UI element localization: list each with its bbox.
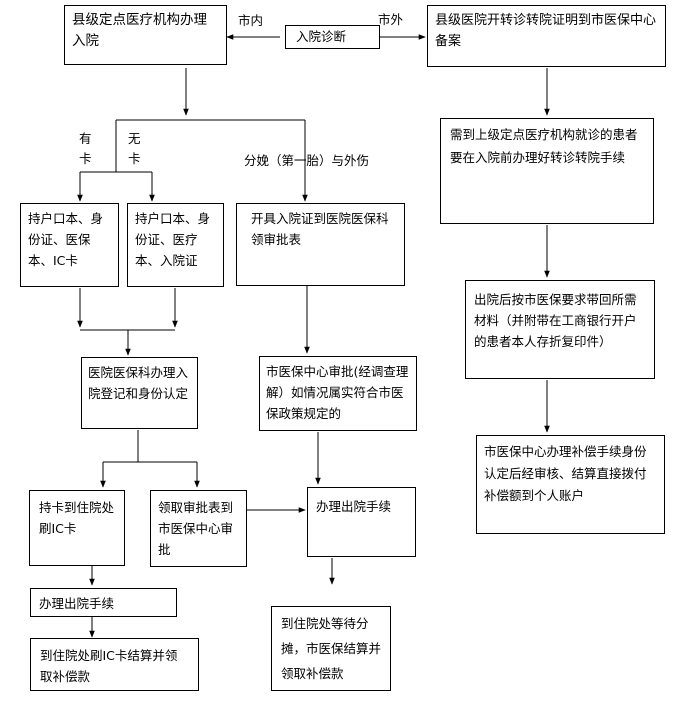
label-no-card-2: 卡 (128, 151, 141, 166)
admission-diagnosis-box: 入院诊断 (285, 25, 380, 49)
label-has-card-2: 卡 (79, 151, 92, 166)
city-center-review-box: 市医保中心审批(经调查理解）如情况属实符合市医保政策规定的 (259, 356, 417, 431)
county-hospital-admission-box: 县级定点医疗机构办理入院 (64, 5, 227, 65)
referral-before-admission-box: 需到上级定点医疗机构就诊的患者要在入院前办理好转诊转院手续 (440, 118, 654, 224)
county-referral-certificate-box: 县级医院开转诊转院证明到市医保中心备案 (427, 5, 666, 67)
wait-for-settlement-box: 到住院处等待分摊，市医保结算并领取补偿款 (271, 606, 391, 691)
city-center-compensation-box: 市医保中心办理补偿手续身份认定后经审核、结算直接拨付补偿额到个人账户 (476, 435, 665, 534)
with-card-documents-box: 持户口本、身份证、医保本、IC卡 (20, 203, 119, 287)
discharge-procedure-middle-box: 办理出院手续 (307, 487, 416, 557)
discharge-procedure-left-box: 办理出院手续 (30, 588, 177, 617)
post-discharge-materials-box: 出院后按市医保要求带回所需材料（并附带在工商银行开户的患者本人存折复印件） (465, 280, 655, 379)
label-in-city: 市内 (238, 13, 264, 28)
settle-with-ic-card-box: 到住院处刷IC卡结算并领取补偿款 (30, 638, 199, 691)
swipe-ic-card-box: 持卡到住院处刷IC卡 (29, 490, 125, 566)
without-card-documents-box: 持户口本、身份证、医疗本、入院证 (127, 203, 224, 287)
issue-admission-certificate-box: 开具入院证到医院医保科领审批表 (236, 203, 405, 286)
label-no-card-1: 无 (128, 131, 141, 146)
label-has-card-1: 有 (79, 131, 92, 146)
take-approval-form-box: 领取审批表到市医保中心审批 (150, 490, 247, 567)
label-childbirth-injury: 分娩（第一胎）与外伤 (244, 153, 370, 168)
label-out-of-city: 市外 (378, 12, 404, 27)
hospital-insurance-registration-box: 医院医保科办理入院登记和身份认定 (81, 357, 198, 429)
